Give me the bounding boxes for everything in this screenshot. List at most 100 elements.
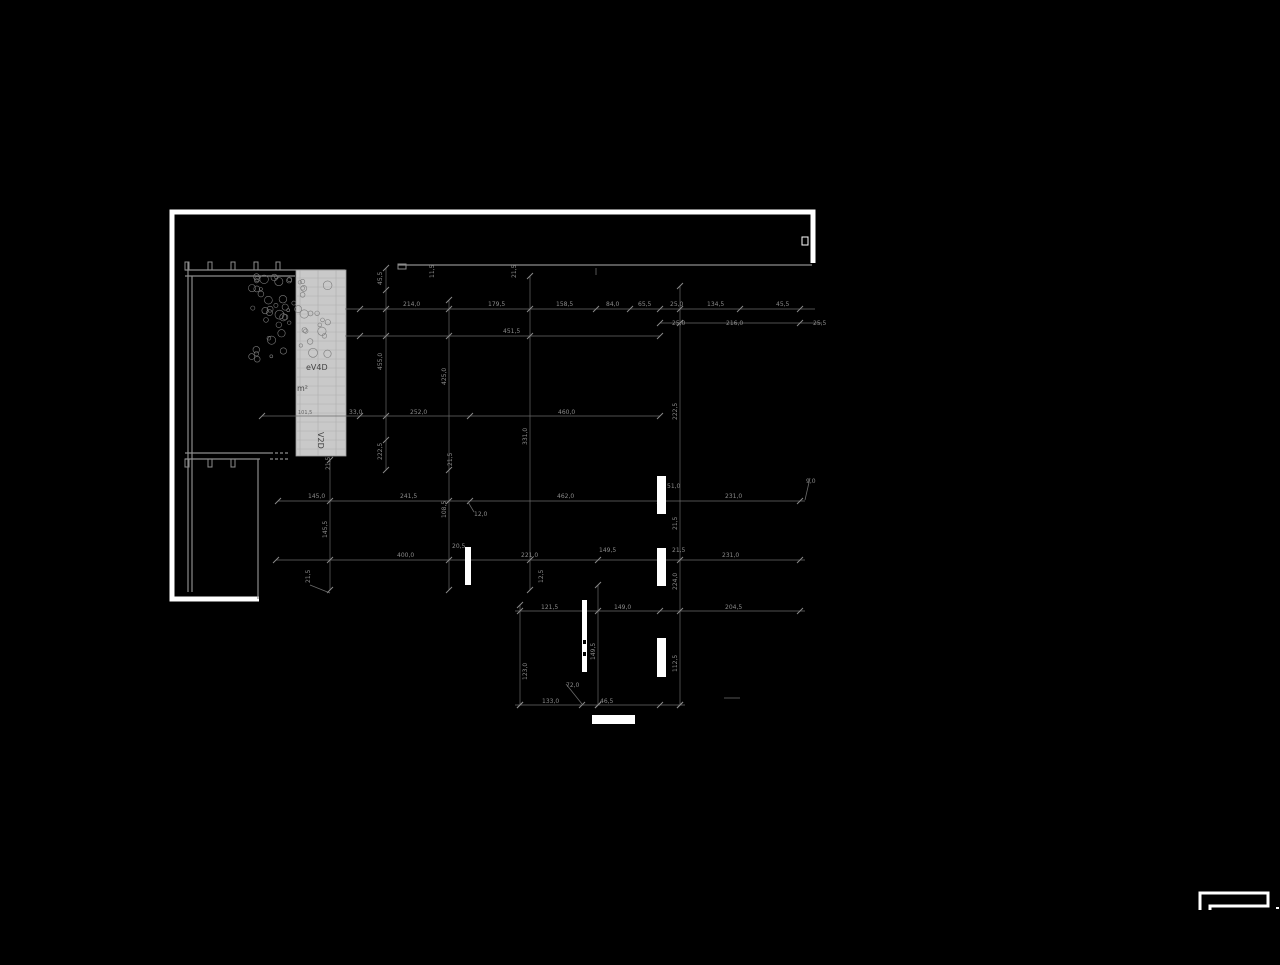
foliage-dot bbox=[274, 309, 285, 320]
dim-tick bbox=[516, 607, 524, 615]
dim-tick bbox=[445, 586, 453, 594]
dim-tick bbox=[445, 497, 453, 505]
dim-tick bbox=[592, 305, 600, 313]
dim-label: 149,5 bbox=[590, 643, 597, 660]
column-stubs-top bbox=[184, 261, 281, 271]
dim-label: 12,5 bbox=[538, 569, 545, 583]
dim-label: 204,5 bbox=[725, 604, 742, 611]
dim-label: 112,5 bbox=[672, 655, 679, 672]
foliage-dot bbox=[254, 278, 259, 284]
dim-tick bbox=[382, 286, 390, 294]
room-label-a: eV4D bbox=[306, 363, 328, 372]
legend-symbol bbox=[1198, 891, 1279, 910]
dim-label: 145,5 bbox=[322, 521, 329, 538]
foliage-dot bbox=[287, 320, 292, 325]
foliage-dot bbox=[250, 305, 256, 311]
dim-label: 455,0 bbox=[377, 353, 384, 370]
dim-label: 149,0 bbox=[614, 604, 631, 611]
foliage-dot bbox=[269, 354, 274, 359]
dim-label: 158,5 bbox=[556, 301, 573, 308]
foliage-dot bbox=[278, 295, 288, 304]
foliage-dot bbox=[297, 280, 303, 285]
foliage-dot bbox=[291, 300, 297, 306]
dim-tick bbox=[796, 319, 804, 327]
foliage-dot bbox=[321, 333, 328, 339]
room-hatch bbox=[297, 270, 345, 456]
foliage-dot bbox=[252, 346, 260, 354]
dim-tick bbox=[382, 264, 390, 272]
dim-tick bbox=[626, 305, 634, 313]
foliage-dot bbox=[299, 309, 309, 319]
foliage-dot bbox=[263, 317, 269, 323]
dim-tick bbox=[382, 332, 390, 340]
dim-tick bbox=[382, 436, 390, 444]
foliage-dot bbox=[301, 327, 308, 333]
dim-label: 108,5 bbox=[441, 501, 448, 518]
column-3 bbox=[657, 638, 666, 677]
dim-tick bbox=[656, 305, 664, 313]
foliage-dot bbox=[317, 322, 322, 328]
foliage-dot bbox=[253, 273, 260, 281]
dim-label: 241,5 bbox=[400, 493, 417, 500]
dim-label: 231,0 bbox=[722, 552, 739, 559]
leader bbox=[565, 683, 583, 705]
dim-label: 12,0 bbox=[474, 511, 488, 518]
foliage-dot bbox=[303, 328, 309, 334]
dim-label: 133,0 bbox=[542, 698, 559, 705]
dim-label: 214,0 bbox=[403, 301, 420, 308]
dim-tick bbox=[656, 319, 664, 327]
dim-tick bbox=[594, 607, 602, 615]
dim-tick bbox=[382, 305, 390, 313]
dim-tick bbox=[796, 556, 804, 564]
foliage-dot bbox=[267, 335, 276, 345]
dims-small: 11,5 21,5 21,5 45,5 21,5 12,0 21,5 9,0 1… bbox=[305, 264, 816, 583]
dim-label: 425,0 bbox=[441, 368, 448, 385]
dim-label: 222,5 bbox=[672, 403, 679, 420]
wall-opening-mark bbox=[801, 236, 809, 246]
foliage-dot bbox=[298, 343, 303, 348]
dim-tick bbox=[676, 556, 684, 564]
dim-tick bbox=[656, 412, 664, 420]
foliage-dot bbox=[274, 277, 284, 286]
dim-tick bbox=[445, 466, 453, 474]
dim-tick bbox=[274, 497, 282, 505]
foliage-dot bbox=[257, 290, 265, 298]
foliage-dot bbox=[317, 326, 327, 336]
dim-tick bbox=[594, 556, 602, 564]
dim-tick bbox=[676, 282, 684, 290]
foliage-dot bbox=[277, 329, 286, 338]
dim-label: 51,0 bbox=[667, 483, 681, 490]
dim-tick bbox=[516, 601, 524, 609]
dim-tick bbox=[526, 272, 534, 280]
dim-tick bbox=[326, 556, 334, 564]
dim-tick bbox=[326, 456, 334, 464]
dim-tick bbox=[578, 701, 586, 709]
dim-label: 20,5 bbox=[452, 543, 466, 550]
foliage-dot bbox=[266, 336, 272, 341]
column-stub bbox=[230, 458, 236, 468]
foliage-dot bbox=[300, 285, 306, 291]
dim-label: 231,0 bbox=[725, 493, 742, 500]
foliage-dot bbox=[322, 280, 333, 290]
column-5 bbox=[582, 600, 587, 672]
dim-label: 45,5 bbox=[377, 271, 384, 285]
column-stub bbox=[207, 458, 213, 468]
foliage-dot bbox=[314, 310, 320, 316]
dim-tick bbox=[676, 701, 684, 709]
column-stub bbox=[230, 261, 236, 271]
dims-row-1: 214,0 179,5 158,5 84,0 65,5 25,0 134,5 4… bbox=[403, 301, 790, 308]
dim-label: 149,5 bbox=[599, 547, 616, 554]
foliage-dot bbox=[248, 284, 256, 292]
dim-label: 45,5 bbox=[776, 301, 790, 308]
dim-label: 221,0 bbox=[521, 552, 538, 559]
foliage-dot bbox=[286, 308, 291, 313]
dim-tick bbox=[326, 497, 334, 505]
dim-label: 460,0 bbox=[558, 409, 575, 416]
dim-label: 84,0 bbox=[606, 301, 620, 308]
dim-tick bbox=[526, 332, 534, 340]
foliage-dot bbox=[253, 285, 261, 293]
dims-row-2: 451,5 25,0 216,0 25,5 bbox=[503, 320, 827, 335]
foliage-dot bbox=[323, 349, 332, 358]
dims-row-6: 121,5 149,0 204,5 bbox=[541, 604, 742, 611]
